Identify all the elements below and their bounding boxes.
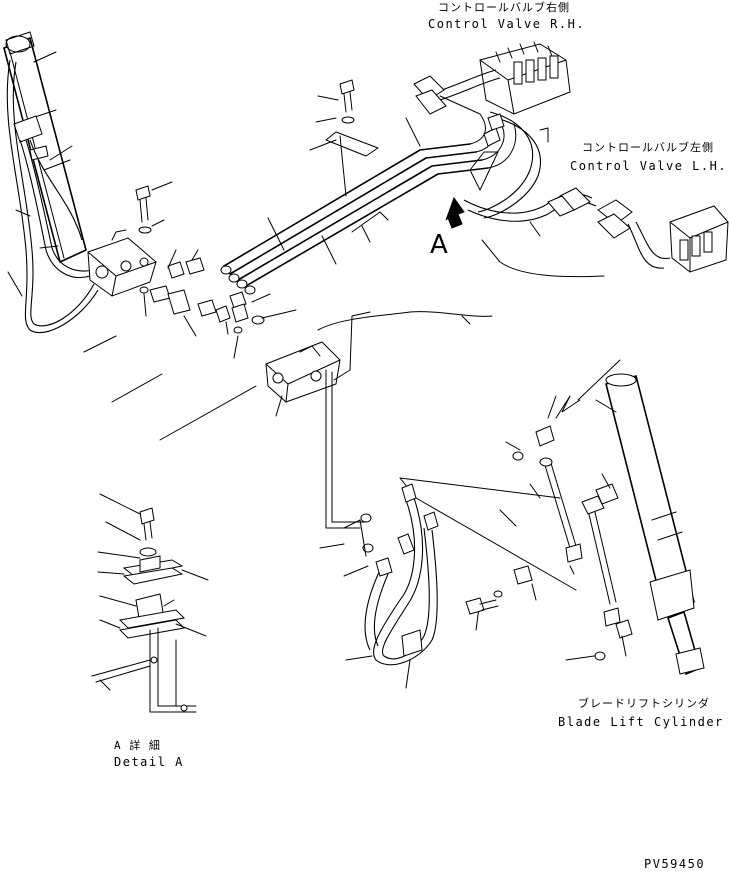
left-junction-block <box>87 229 157 297</box>
tube-bundle <box>220 95 517 295</box>
left-cylinder-hoses <box>6 59 99 334</box>
left-leader-lines <box>7 51 257 441</box>
tube-clamp <box>309 79 389 243</box>
control-valve-rh <box>413 41 571 115</box>
view-a-marker: A <box>430 230 448 260</box>
control-valve-rh-label-en: Control Valve R.H. <box>428 17 586 31</box>
tube-leader-lines <box>267 117 421 265</box>
left-lift-cylinder <box>3 31 87 263</box>
cylinder-tubes <box>493 359 633 661</box>
blade-lift-cylinder <box>605 373 705 675</box>
detail-a-label-jp: A 詳 細 <box>114 739 161 752</box>
blade-lift-cylinder-label-en: Blade Lift Cylinder <box>558 715 724 729</box>
control-valve-lh <box>547 187 729 273</box>
block-bolt <box>135 181 173 234</box>
detail-a-label-en: Detail A <box>114 755 184 769</box>
lower-hoses <box>319 483 481 689</box>
crossover-hoses <box>463 111 597 237</box>
lower-bolt <box>465 597 499 615</box>
left-fittings <box>139 249 297 359</box>
frame-outline <box>317 239 605 331</box>
central-valve-block <box>265 341 341 417</box>
control-valve-lh-label-en: Control Valve L.H. <box>570 159 728 173</box>
detail-a-drawing <box>91 493 209 713</box>
drain-line <box>325 311 371 529</box>
blade-lift-cylinder-label-jp: ブレードリフトシリンダ <box>578 697 710 710</box>
control-valve-rh-label-jp: コントロールバルブ右側 <box>438 1 570 14</box>
drawing-code: PV59450 <box>644 857 706 871</box>
lower-frame <box>399 477 577 591</box>
control-valve-lh-label-jp: コントロールバルブ左側 <box>582 141 714 154</box>
view-arrow-a <box>445 151 499 229</box>
